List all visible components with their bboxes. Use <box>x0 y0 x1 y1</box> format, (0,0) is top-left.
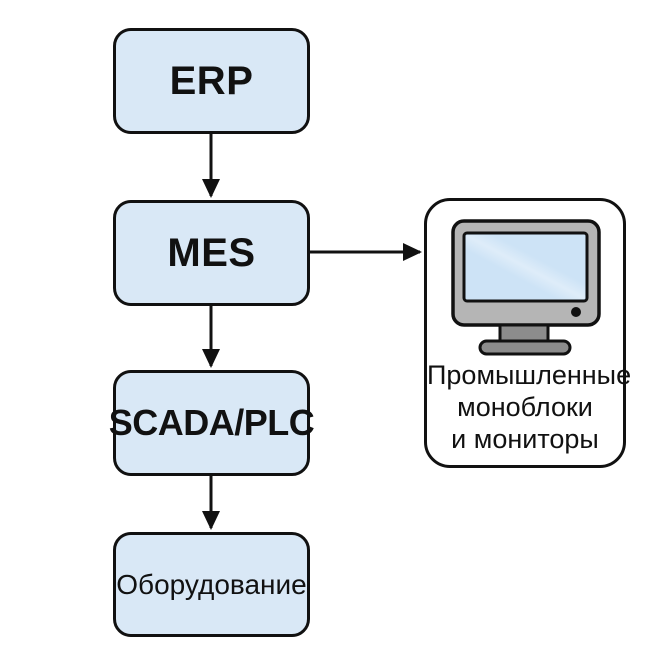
monitor-stand-base <box>478 339 572 356</box>
monitors-panel: Промышленные моноблоки и мониторы <box>424 198 632 468</box>
node-scada-plc-label: SCADA/PLC <box>108 402 315 443</box>
node-scada-plc: SCADA/PLC <box>109 370 315 476</box>
node-equipment: Оборудование <box>113 532 310 637</box>
monitor-power-dot <box>571 307 581 317</box>
node-erp-label: ERP <box>169 58 254 103</box>
monitors-panel-caption-line3: и мониторы <box>451 424 599 454</box>
monitor-screen-reflection <box>466 235 585 299</box>
monitors-panel-caption-line2: моноблоки <box>457 392 593 422</box>
node-mes: MES <box>113 200 310 306</box>
monitor-stand-neck <box>498 323 550 343</box>
node-mes-label: MES <box>167 230 256 275</box>
node-erp: ERP <box>113 28 310 134</box>
node-equipment-label: Оборудование <box>116 568 307 600</box>
desktop-monitor-icon <box>451 219 601 356</box>
monitors-panel-caption: Промышленные моноблоки и мониторы <box>427 359 632 455</box>
monitors-panel-caption-line1: Промышленные <box>427 360 632 390</box>
